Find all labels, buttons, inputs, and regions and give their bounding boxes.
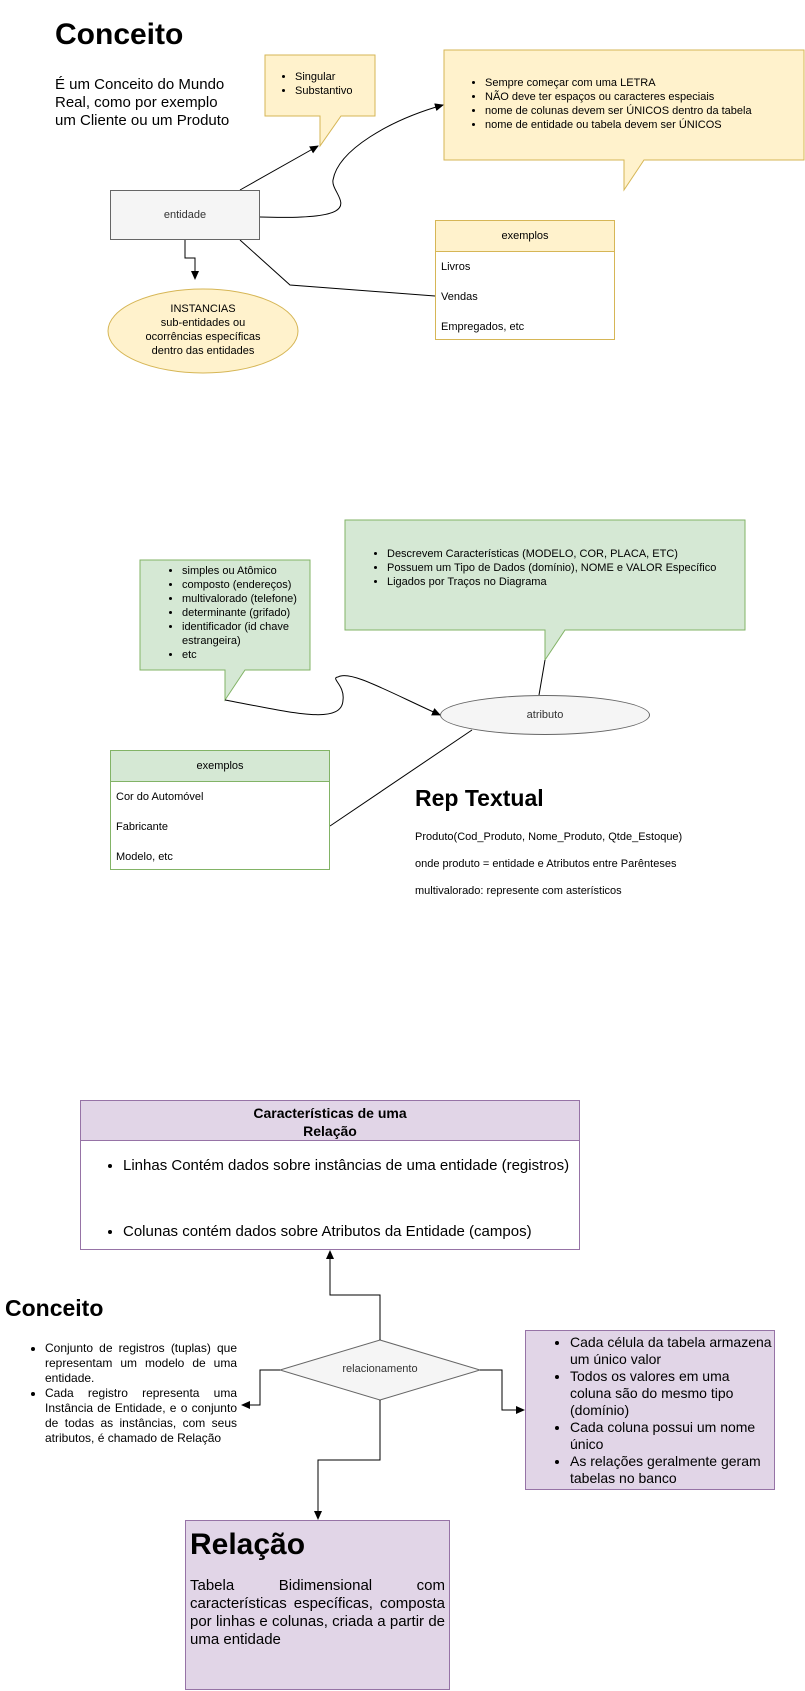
section1-title: Conceito <box>55 18 184 51</box>
relation-box: Relação Tabela Bidimensional com caracte… <box>185 1520 450 1690</box>
relation-title: Relação <box>190 1528 306 1561</box>
connector-diamond-characteristics <box>326 1250 381 1340</box>
callout-rules-item: NÃO deve ter espaços ou caracteres espec… <box>485 90 803 104</box>
callout-singular-shape <box>264 54 376 148</box>
concept-item: Cada registro representa uma Instância d… <box>45 1386 237 1446</box>
concept-list: Conjunto de registros (tuplas) que repre… <box>25 1341 237 1446</box>
callout-attr-types-shape <box>139 559 311 702</box>
attr-desc-item: Ligados por Traços no Diagrama <box>387 575 744 589</box>
connector-types-attribute <box>224 675 441 716</box>
characteristics-title: Características de uma <box>253 1105 407 1121</box>
attribute-examples-header: exemplos <box>111 751 329 782</box>
callout-attr-desc: Descrevem Características (MODELO, COR, … <box>367 547 744 589</box>
rep-textual-line: onde produto = entidade e Atributos entr… <box>415 858 677 870</box>
connector-entity-cloud <box>184 240 199 280</box>
connector-entity-rules <box>259 103 444 218</box>
list-item: Empregados, etc <box>441 321 525 333</box>
rep-textual-title: Rep Textual <box>415 785 544 811</box>
list-item: Modelo, etc <box>116 851 173 863</box>
connector-attribute-examples <box>329 729 473 827</box>
relation-description: Tabela Bidimensional com características… <box>190 1577 445 1648</box>
connector-diamond-rules <box>480 1369 525 1414</box>
rules-item: Cada célula da tabela armazena um único … <box>570 1334 774 1368</box>
list-item: Cor do Automóvel <box>116 791 204 803</box>
relationship-label: relacionamento <box>342 1363 418 1375</box>
attr-desc-item: Descrevem Características (MODELO, COR, … <box>387 547 744 561</box>
attr-type-item: determinante (grifado) <box>182 606 310 620</box>
attr-type-item: multivalorado (telefone) <box>182 592 310 606</box>
relation-rules-box: Cada célula da tabela armazena um único … <box>525 1330 775 1490</box>
cloud-line: sub-entidades ou <box>160 317 246 329</box>
callout-singular: Singular Substantivo <box>275 70 375 98</box>
attr-type-item: identificador (id chave estrangeira) <box>182 620 310 648</box>
cloud-line: INSTANCIAS <box>170 303 236 315</box>
rep-textual-line: Produto(Cod_Produto, Nome_Produto, Qtde_… <box>415 831 683 843</box>
connector-entity-singular <box>239 145 319 191</box>
callout-attr-desc-shape <box>344 519 746 662</box>
concept-title: Conceito <box>5 1295 104 1321</box>
callout-rules-item: nome de entidade ou tabela devem ser ÚNI… <box>485 118 803 132</box>
attribute-examples-list: exemplos Cor do Automóvel Fabricante Mod… <box>110 750 330 870</box>
section1-description: É um Conceito do Mundo Real, como por ex… <box>55 76 230 129</box>
characteristics-item: Colunas contém dados sobre Atributos da … <box>123 1223 579 1241</box>
entity-examples-header: exemplos <box>436 221 614 252</box>
concept-item: Conjunto de registros (tuplas) que repre… <box>45 1341 237 1386</box>
characteristics-item: Linhas Contém dados sobre instâncias de … <box>123 1157 579 1175</box>
rules-item: Todos os valores em uma coluna são do me… <box>570 1368 774 1419</box>
list-item: Livros <box>441 261 471 273</box>
attr-type-item: etc <box>182 648 310 662</box>
entity-examples-list: exemplos Livros Vendas Empregados, etc <box>435 220 615 340</box>
attr-type-item: composto (endereços) <box>182 578 310 592</box>
callout-rules-item: Sempre começar com uma LETRA <box>485 76 803 90</box>
callout-singular-item: Singular <box>295 70 375 84</box>
callout-attr-types: simples ou Atômico composto (endereços) … <box>162 564 310 662</box>
instances-cloud <box>107 288 299 374</box>
rules-item: As relações geralmente geram tabelas no … <box>570 1453 774 1487</box>
list-item: Vendas <box>441 291 478 303</box>
rep-textual-line: multivalorado: represente com asterístic… <box>415 885 622 897</box>
callout-rules: Sempre começar com uma LETRA NÃO deve te… <box>465 76 803 132</box>
list-item: Fabricante <box>116 821 168 833</box>
rules-item: Cada coluna possui um nome único <box>570 1419 774 1453</box>
callout-singular-item: Substantivo <box>295 84 375 98</box>
callout-rules-shape <box>443 49 805 192</box>
characteristics-box: Características de uma Relação Linhas Co… <box>80 1100 580 1250</box>
instances-cloud-text: INSTANCIAS sub-entidades ou ocorrências … <box>118 302 288 358</box>
connector-desc-attribute <box>538 659 546 696</box>
callout-rules-item: nome de colunas devem ser ÚNICOS dentro … <box>485 104 803 118</box>
attr-type-item: simples ou Atômico <box>182 564 310 578</box>
connector-diamond-concept <box>241 1369 280 1409</box>
connector-entity-examples <box>239 239 436 297</box>
cloud-line: ocorrências específicas <box>145 331 261 343</box>
attr-desc-item: Possuem um Tipo de Dados (domínio), NOME… <box>387 561 744 575</box>
entity-box[interactable]: entidade <box>110 190 260 240</box>
characteristics-title: Relação <box>303 1123 357 1139</box>
attribute-ellipse[interactable]: atributo <box>440 695 650 735</box>
characteristics-header: Características de uma Relação <box>81 1101 579 1141</box>
connector-diamond-relation <box>314 1400 381 1520</box>
cloud-line: dentro das entidades <box>151 345 255 357</box>
